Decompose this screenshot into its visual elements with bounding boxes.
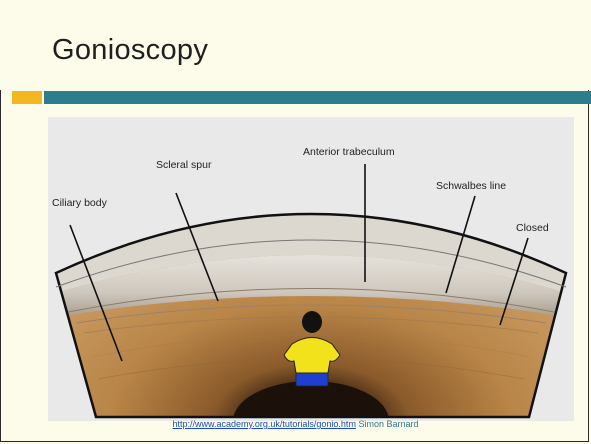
slide-title: Gonioscopy <box>52 34 208 67</box>
label-scleral-spur: Scleral spur <box>156 159 212 171</box>
label-schwalbes-line: Schwalbes line <box>436 180 506 192</box>
accent-bar-teal <box>44 91 591 104</box>
figure-head <box>302 311 322 333</box>
credit-line: http://www.academy.org.uk/tutorials/goni… <box>0 419 591 429</box>
gonioscopy-diagram: Ciliary body Scleral spur Anterior trabe… <box>48 117 574 421</box>
accent-bar-orange <box>12 91 42 104</box>
credit-link[interactable]: http://www.academy.org.uk/tutorials/goni… <box>173 419 356 429</box>
credit-author: Simon Barnard <box>358 419 418 429</box>
label-closed: Closed <box>516 222 549 234</box>
figure-shorts <box>296 373 328 386</box>
label-ciliary-body: Ciliary body <box>52 197 108 209</box>
label-anterior-trabeculum: Anterior trabeculum <box>303 146 395 158</box>
title-area: Gonioscopy <box>0 0 591 90</box>
